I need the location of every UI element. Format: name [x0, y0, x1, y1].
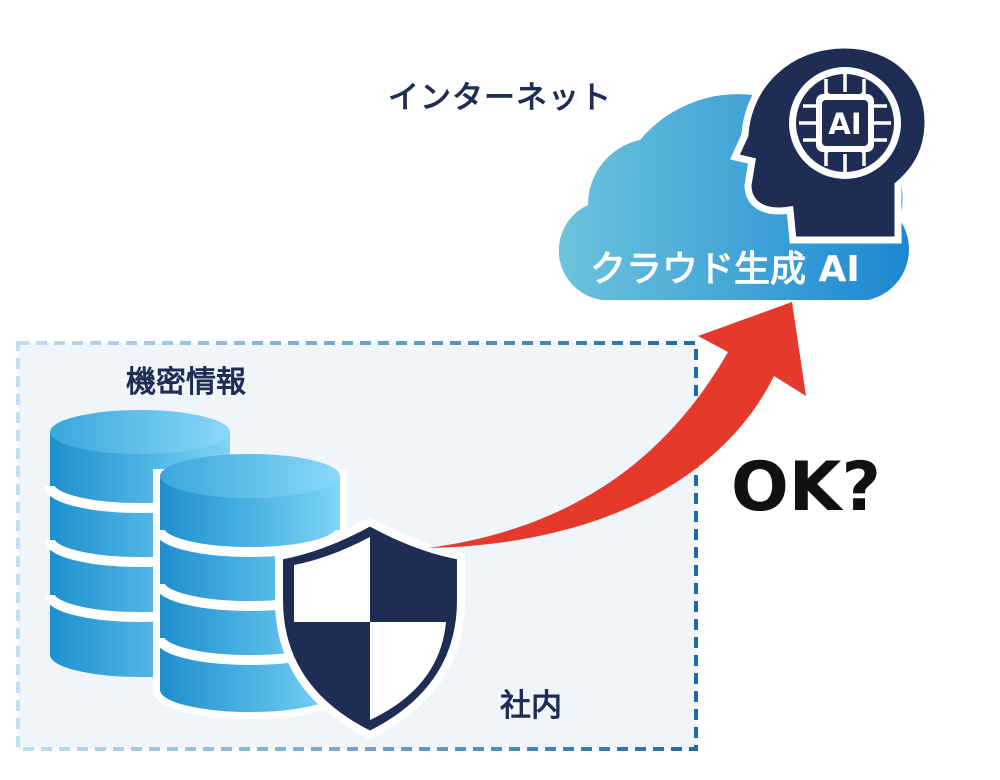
- arrow-icon: [428, 302, 806, 548]
- shield-icon: [275, 517, 465, 740]
- ai-head-icon: AI: [730, 41, 932, 244]
- ai-badge-text: AI: [828, 107, 861, 141]
- confidential-info-label: 機密情報: [126, 365, 246, 400]
- ok-question-label: OK?: [731, 448, 881, 527]
- cloud-ai-label: クラウド生成 AI: [590, 249, 860, 290]
- internet-label: インターネット: [388, 80, 612, 116]
- in-house-label: 社内: [500, 688, 562, 724]
